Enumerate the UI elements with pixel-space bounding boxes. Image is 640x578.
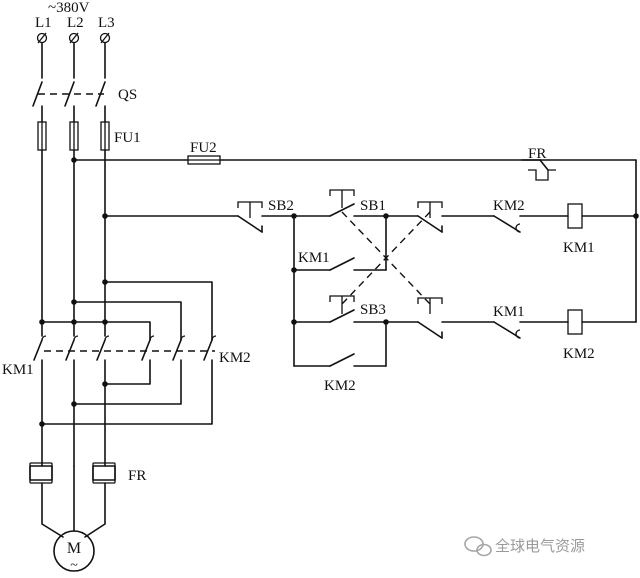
main-fuse-fu1 xyxy=(37,121,110,151)
overload-relay-heaters xyxy=(29,462,116,484)
phase-label-l1: L1 xyxy=(35,15,52,31)
motor-type: ~ xyxy=(70,558,78,573)
km1-interlock-contact xyxy=(493,321,521,339)
km1-main-contacts xyxy=(33,321,110,361)
overload-relay-label: FR xyxy=(128,468,146,484)
km2-coil xyxy=(567,309,583,335)
km1-self-hold-contact xyxy=(329,257,355,271)
overload-contact-fr xyxy=(521,159,556,181)
main-switch-qs xyxy=(32,81,106,123)
sb3-interlock-contact xyxy=(417,201,443,233)
motor: M ~ xyxy=(53,530,95,573)
km2-interlock-contact xyxy=(493,215,521,233)
motor-symbol: M xyxy=(67,540,81,557)
km2-self-hold-contact xyxy=(329,353,355,367)
km1-coil xyxy=(567,203,583,229)
control-fuse-label: FU2 xyxy=(190,140,217,156)
km1-coil-label: KM1 xyxy=(563,240,595,256)
power-circuit: ~380V L1 L2 L3 QS xyxy=(2,0,251,573)
sb1-interlock-contact xyxy=(417,297,443,339)
forward-button-sb1 xyxy=(329,189,355,217)
reverse-button-label: SB3 xyxy=(360,302,386,318)
control-fuse-fu2 xyxy=(187,155,221,165)
main-fuse-label: FU1 xyxy=(114,130,141,146)
km2-power-label: KM2 xyxy=(219,350,251,366)
control-circuit: FU2 FR SB2 SB1 xyxy=(73,140,639,394)
forward-button-label: SB1 xyxy=(360,198,386,214)
stop-button-label: SB2 xyxy=(268,198,294,214)
overload-contact-label: FR xyxy=(528,146,546,162)
phase-label-l2: L2 xyxy=(67,15,84,31)
stop-button-sb2 xyxy=(237,201,263,233)
km2-self-hold-label: KM2 xyxy=(324,378,356,394)
reverse-button-sb3 xyxy=(329,295,355,323)
watermark: 全球电气资源 xyxy=(464,536,585,557)
km2-coil-label: KM2 xyxy=(563,346,595,362)
main-switch-label: QS xyxy=(118,87,137,103)
km1-power-label: KM1 xyxy=(2,362,34,378)
watermark-text: 全球电气资源 xyxy=(495,537,585,555)
phase-label-l3: L3 xyxy=(98,15,115,31)
supply-voltage-label: ~380V xyxy=(48,0,90,16)
km1-interlock-label: KM1 xyxy=(493,304,525,320)
km2-main-contacts xyxy=(141,335,217,361)
km1-self-hold-label: KM1 xyxy=(298,250,330,266)
chat-bubble-icon xyxy=(464,536,492,557)
supply-terminals xyxy=(36,32,111,44)
km2-interlock-label: KM2 xyxy=(493,198,525,214)
